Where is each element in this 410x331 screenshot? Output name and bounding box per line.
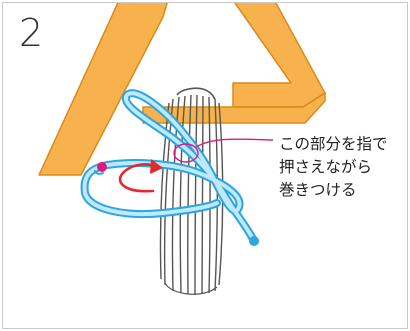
wrapping-cord-icon bbox=[80, 89, 259, 246]
callout-leader-icon bbox=[173, 138, 274, 163]
callout-line-1: この部分を指で bbox=[279, 135, 388, 153]
callout-line-2: 押さえながら bbox=[279, 158, 373, 176]
tassel-wrap-illustration bbox=[38, 3, 326, 296]
hanger-frame-icon bbox=[38, 3, 326, 176]
callout-line-3: 巻きつける bbox=[279, 181, 357, 199]
rotation-arrow-icon bbox=[118, 159, 163, 193]
instruction-panel: 2 bbox=[2, 2, 408, 329]
instruction-callout: この部分を指で 押さえながら 巻きつける bbox=[279, 133, 405, 202]
step-number: 2 bbox=[19, 11, 44, 55]
